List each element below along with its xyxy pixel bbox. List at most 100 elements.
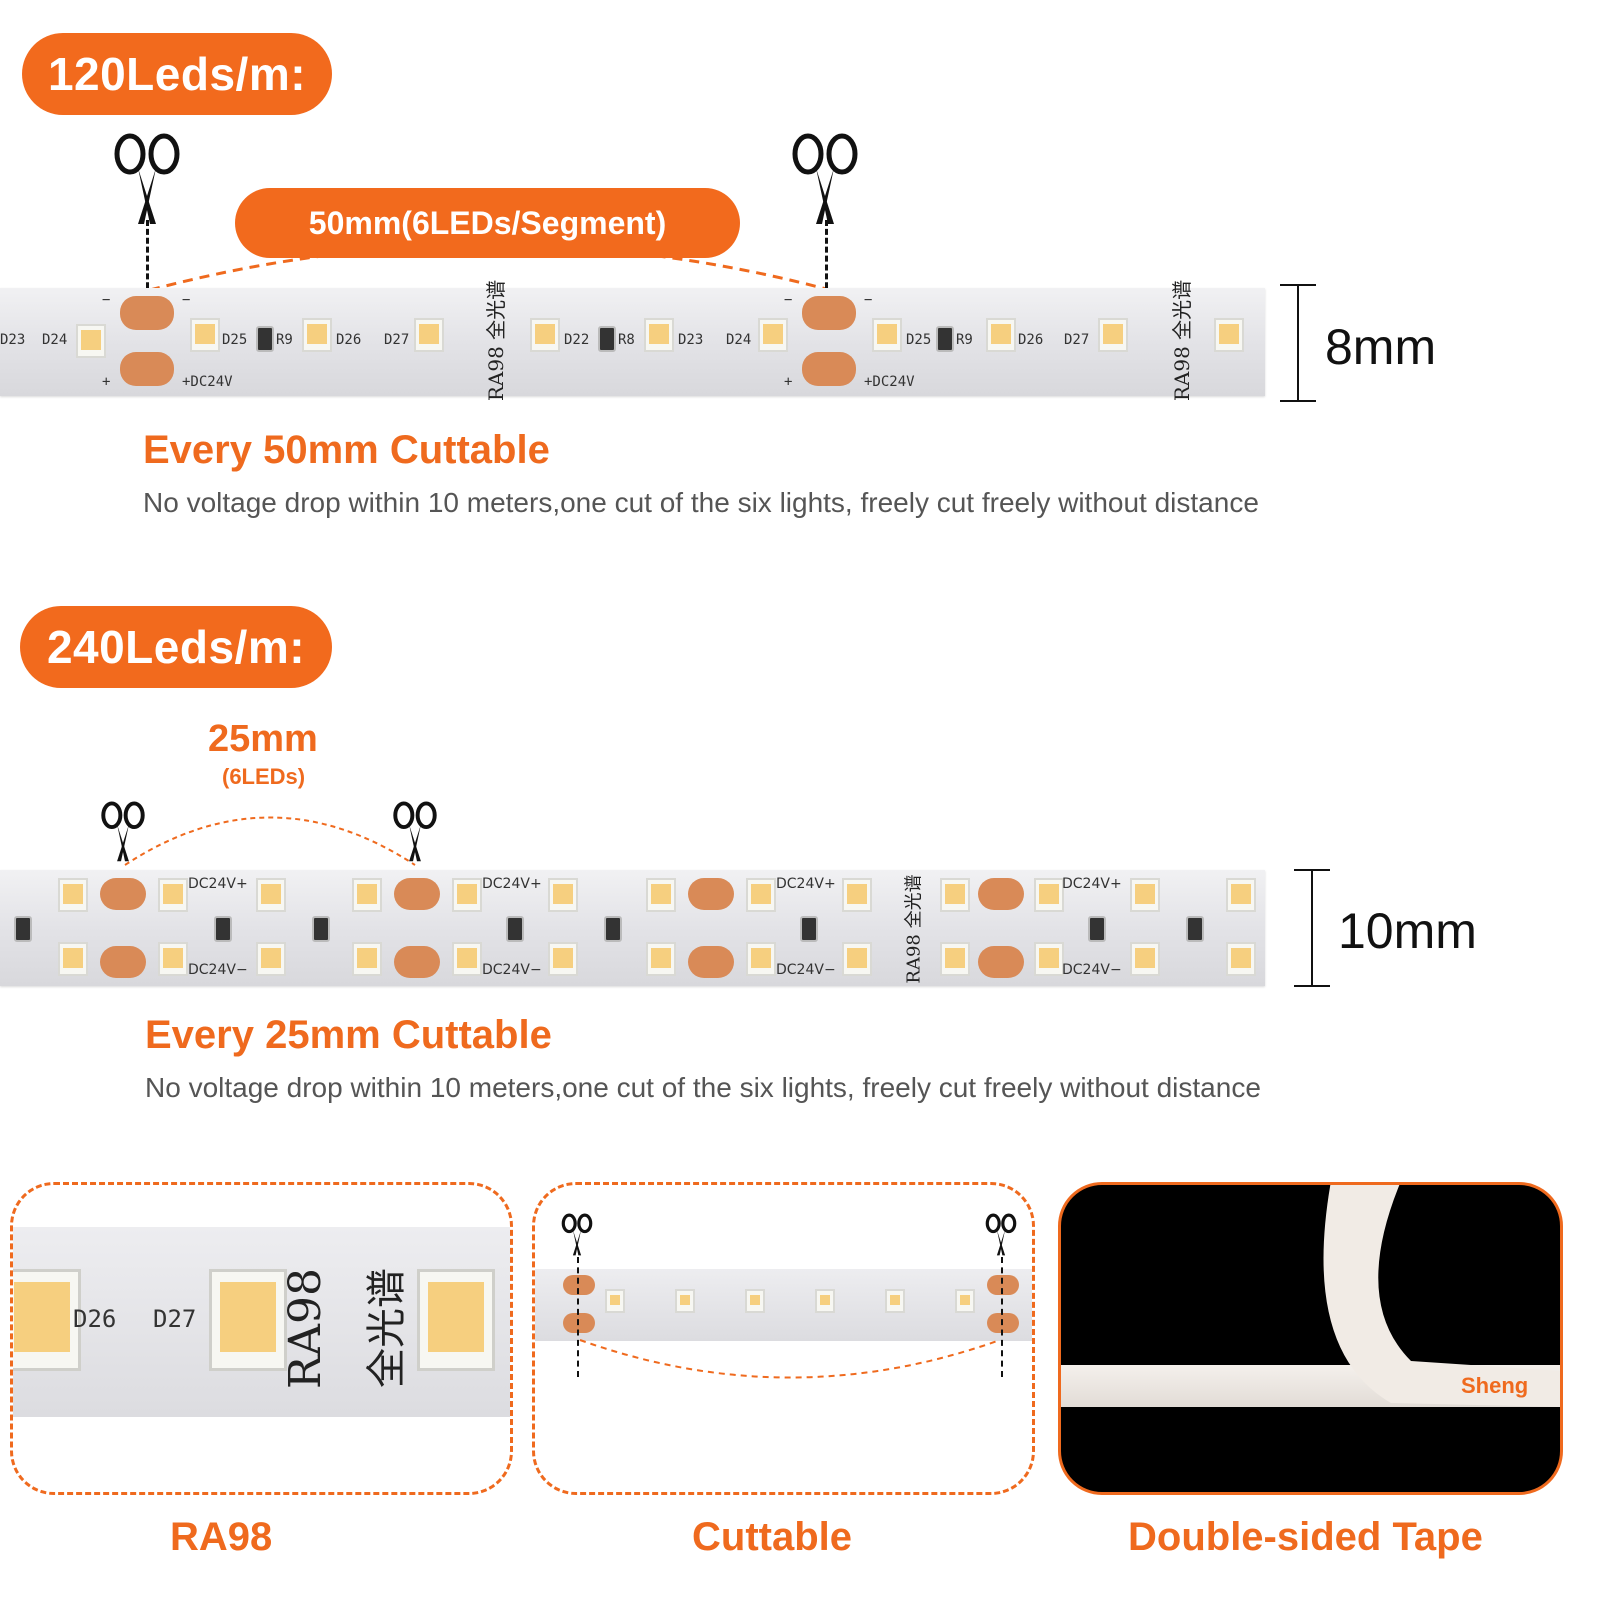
resistor [598,326,616,352]
resistor [604,916,622,942]
led-chip [646,878,676,912]
resistor [312,916,330,942]
solder-pad [394,878,440,910]
heading-240: Every 25mm Cuttable [145,1013,552,1057]
led-chip [646,942,676,976]
tape-brand-text: Sheng [1461,1373,1528,1398]
silk-label: DC24V− [188,962,248,978]
silk-label: D26 [1018,332,1044,348]
silk-label: DC24V+ [188,876,248,892]
led-chip [352,878,382,912]
ra98-print: RA98 全光谱 [484,279,509,402]
feature-label-tape: Double-sided Tape [1128,1515,1483,1559]
silk-label: D23 [678,332,704,348]
silk-label: D22 [564,332,590,348]
silk-label: DC24V− [482,962,542,978]
led-chip [1130,942,1160,976]
led-strip-120: D23 D24 − + − +DC24V D25 R9 D26 D27 RA98… [0,280,1265,401]
section-240-title: 240Leds/m: [20,606,332,688]
solder-pad [688,878,734,910]
section-120-title: 120Leds/m: [22,33,332,115]
scissors-icon [101,801,145,862]
led-chip [746,942,776,976]
silk-label: D27 [153,1305,197,1333]
led-chip [1034,942,1064,976]
cn-print: 全光谱 [364,1268,410,1388]
led-chip [1226,878,1256,912]
silk-label: D26 [73,1305,117,1333]
solder-pad [802,296,856,330]
silk-label: D24 [726,332,752,348]
silk-label: − [784,292,793,308]
led-chip [414,318,444,352]
led-chip [842,942,872,976]
silk-label: R9 [276,332,293,348]
resistor [1088,916,1106,942]
segment-label-240: 25mm [208,718,318,760]
led-chip [986,318,1016,352]
scissors-icon [792,133,858,224]
silk-label: D25 [906,332,932,348]
segment-arc-240 [124,816,416,866]
led-chip [13,1269,81,1371]
solder-pad [563,1313,595,1333]
silk-label: DC24V+ [1062,876,1122,892]
segment-arc [579,1339,1001,1379]
silk-label: D25 [222,332,248,348]
led-chip [548,878,578,912]
led-chip [190,318,220,352]
resistor [936,326,954,352]
led-chip [758,318,788,352]
resistor [14,916,32,942]
solder-pad [100,946,146,978]
led-chip [885,1289,905,1313]
dimension-bracket-icon [1280,284,1316,402]
scissors-icon [561,1213,593,1256]
led-chip [452,878,482,912]
led-chip [256,942,286,976]
led-chip [1226,942,1256,976]
led-chip [1214,318,1244,352]
segment-sub-240: (6LEDs) [222,764,306,789]
feature-label-ra98: RA98 [170,1515,273,1559]
description-120: No voltage drop within 10 meters,one cut… [143,487,1259,518]
segment-label-120: 50mm(6LEDs/Segment) [235,188,740,258]
silk-label: DC24V− [1062,962,1122,978]
dimension-bracket-icon [1294,869,1330,987]
silk-label: DC24V+ [482,876,542,892]
silk-label: D27 [384,332,410,348]
silk-label: +DC24V [182,374,233,390]
resistor [506,916,524,942]
led-chip [746,878,776,912]
led-chip [417,1269,495,1371]
led-chip [158,878,188,912]
scissors-icon [985,1213,1017,1256]
led-strip-240: DC24V+ DC24V− DC24V+ DC24V− DC24V+ DC24V… [0,870,1265,986]
resistor [256,326,274,352]
silk-label: D27 [1064,332,1090,348]
solder-pad [802,352,856,386]
silk-label: − [102,292,111,308]
led-chip [58,942,88,976]
led-chip [352,942,382,976]
solder-pad [987,1313,1019,1333]
cut-line [1001,1257,1003,1377]
silk-label: R8 [618,332,635,348]
led-chip [644,318,674,352]
solder-pad [978,946,1024,978]
solder-pad [100,878,146,910]
solder-pad [987,1275,1019,1295]
led-chip [1098,318,1128,352]
resistor [1186,916,1204,942]
silk-label: D24 [42,332,68,348]
led-chip [605,1289,625,1313]
led-chip [842,878,872,912]
silk-label: R9 [956,332,973,348]
mini-strip [535,1269,1032,1341]
scissors-icon [114,133,180,224]
silk-label: − [182,292,191,308]
solder-pad [688,946,734,978]
led-chip [302,318,332,352]
led-chip [955,1289,975,1313]
led-chip [209,1269,287,1371]
